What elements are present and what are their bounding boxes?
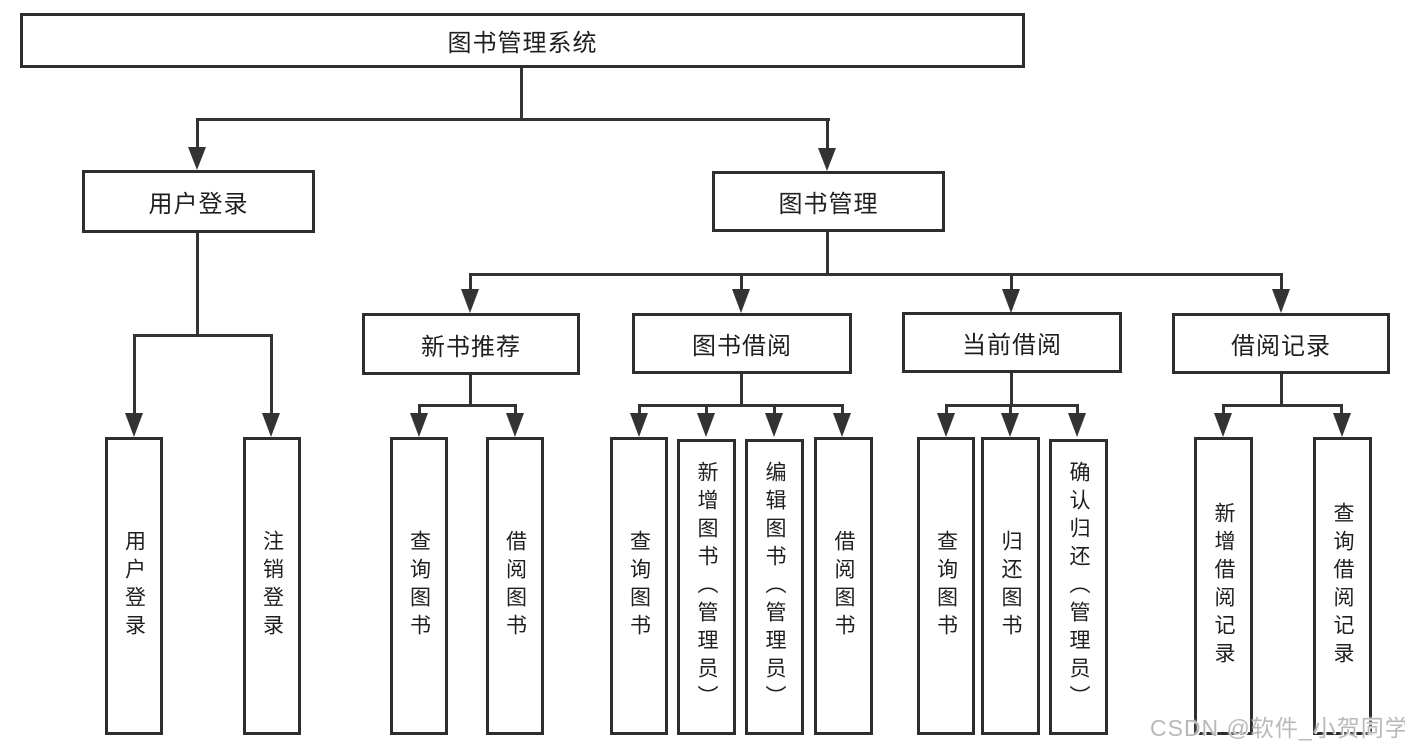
arrow-down-icon [765, 413, 783, 437]
connector-h [418, 404, 517, 407]
connector-v [1010, 373, 1013, 407]
connector-v [740, 273, 743, 292]
node-label: 新增借阅记录 [1212, 502, 1235, 670]
arrow-down-icon [1002, 289, 1020, 313]
connector-v [1280, 374, 1283, 407]
arrow-down-icon [262, 413, 280, 437]
node-label: 当前借阅 [962, 332, 1062, 359]
leaf-confirm-return-admin: 确认归还（管理员） [1049, 439, 1108, 735]
csdn-watermark: CSDN @软件_小贺同学 [1150, 715, 1405, 741]
node-label: 借阅记录 [1231, 333, 1331, 360]
connector-v [270, 334, 273, 416]
leaf-edit-books-admin: 编辑图书（管理员） [745, 439, 804, 735]
node-book-borrowing: 图书借阅 [632, 313, 852, 374]
leaf-query-books-3: 查询图书 [917, 437, 975, 735]
node-label: 确认归还（管理员） [1067, 461, 1090, 713]
arrow-down-icon [697, 413, 715, 437]
connector-v [1280, 273, 1283, 292]
arrow-down-icon [506, 413, 524, 437]
connector-v [1076, 404, 1079, 417]
arrow-down-icon [732, 289, 750, 313]
leaf-borrow-books-1: 借阅图书 [486, 437, 544, 735]
leaf-logout: 注销登录 [243, 437, 301, 735]
connector-h [196, 118, 830, 121]
leaf-query-borrow-record: 查询借阅记录 [1313, 437, 1372, 735]
connector-v [1340, 404, 1343, 417]
connector-v [826, 118, 829, 150]
arrow-down-icon [937, 413, 955, 437]
arrow-down-icon [630, 413, 648, 437]
node-label: 借阅图书 [503, 530, 527, 642]
arrow-down-icon [818, 148, 836, 171]
node-user-login: 用户登录 [82, 170, 315, 233]
connector-v [469, 273, 472, 292]
node-root-library-management-system: 图书管理系统 [20, 13, 1025, 68]
leaf-add-books-admin: 新增图书（管理员） [677, 439, 736, 735]
node-label: 归还图书 [999, 530, 1022, 642]
connector-v [1222, 404, 1225, 417]
node-label: 编辑图书（管理员） [763, 461, 786, 713]
connector-v [841, 404, 844, 417]
node-book-management: 图书管理 [712, 171, 945, 232]
connector-v [1009, 404, 1012, 417]
node-borrowing-records: 借阅记录 [1172, 313, 1390, 374]
connector-h [1222, 404, 1343, 407]
arrow-down-icon [1272, 289, 1290, 313]
connector-v [469, 375, 472, 407]
node-label: 图书借阅 [692, 333, 792, 360]
connector-h [638, 404, 844, 407]
arrow-down-icon [461, 289, 479, 313]
arrow-down-icon [410, 413, 428, 437]
connector-v [133, 334, 136, 416]
arrow-down-icon [1068, 413, 1086, 437]
connector-v [826, 232, 829, 276]
connector-h [133, 334, 273, 337]
arrow-down-icon [188, 147, 206, 170]
leaf-user-login: 用户登录 [105, 437, 163, 735]
connector-v [740, 374, 743, 407]
node-label: 用户登录 [148, 191, 249, 218]
leaf-borrow-books-2: 借阅图书 [814, 437, 873, 735]
leaf-query-books-1: 查询图书 [390, 437, 448, 735]
connector-v [196, 118, 199, 150]
node-label: 查询图书 [627, 530, 651, 642]
connector-h [469, 273, 1283, 276]
connector-v [1010, 273, 1013, 292]
node-label: 借阅图书 [832, 530, 855, 642]
connector-v [945, 404, 948, 417]
arrow-down-icon [833, 413, 851, 437]
node-label: 图书管理 [778, 191, 879, 218]
arrow-down-icon [1214, 413, 1232, 437]
node-label: 图书管理系统 [447, 30, 598, 57]
node-new-book-recommend: 新书推荐 [362, 313, 580, 375]
connector-v [773, 404, 776, 417]
connector-v [196, 233, 199, 337]
node-label: 查询图书 [934, 530, 958, 642]
connector-v [520, 68, 523, 121]
connector-v [418, 404, 421, 417]
connector-v [514, 404, 517, 417]
node-current-borrowing: 当前借阅 [902, 312, 1122, 373]
node-label: 查询图书 [407, 530, 431, 642]
arrow-down-icon [125, 413, 143, 437]
leaf-query-books-2: 查询图书 [610, 437, 668, 735]
connector-v [705, 404, 708, 417]
connector-v [638, 404, 641, 417]
arrow-down-icon [1001, 413, 1019, 437]
node-label: 查询借阅记录 [1331, 502, 1354, 670]
leaf-return-books: 归还图书 [981, 437, 1040, 735]
node-label: 新书推荐 [421, 333, 521, 361]
leaf-add-borrow-record: 新增借阅记录 [1194, 437, 1253, 735]
node-label: 新增图书（管理员） [695, 461, 718, 713]
arrow-down-icon [1333, 413, 1351, 437]
connector-h [945, 404, 1079, 407]
node-label: 注销登录 [260, 530, 284, 642]
node-label: 用户登录 [122, 530, 146, 642]
